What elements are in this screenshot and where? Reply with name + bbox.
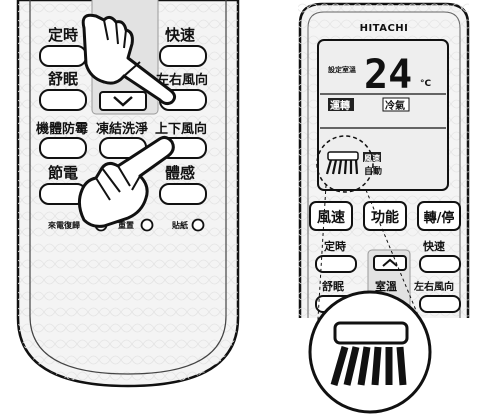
fan-speed-icon-enlarged [330,321,409,386]
function-button[interactable] [363,201,407,231]
body-sense-button[interactable] [159,183,207,205]
chevron-down-icon [113,96,133,107]
left-remote: 定時 快速 舒眠 左右風向 機體防霉 凍結洗淨 上下風向 節電 體感 來電復歸 … [16,0,240,388]
on-off-button[interactable] [417,201,461,231]
fast-button[interactable] [159,45,207,67]
reset-button[interactable] [140,218,154,232]
down-arrow-button[interactable] [99,91,147,111]
sticker-button[interactable] [191,218,205,232]
temperature-readout: 24 [364,52,412,98]
pointing-hand-icon-2 [77,135,175,228]
zoom-callout [308,184,432,414]
right-remote: HITACHI 設定室溫 24 °C 運轉 冷氣 風速 自動 風速 功能 轉/停… [298,0,470,321]
brand-logo: HITACHI [360,23,409,34]
fan-speed-button-label: 風速 [317,209,345,226]
fan-mode: 自動 [364,165,382,177]
right-swing-lr-button[interactable] [419,295,461,313]
label-sleep: 舒眠 [48,70,78,88]
up-arrow-button[interactable] [373,255,407,271]
label-freeze-wash: 凍結洗淨 [96,121,148,137]
function-button-label: 功能 [371,209,399,226]
label-eco: 節電 [48,164,78,182]
set-temp-label: 設定室溫 [328,65,356,74]
label-auto-restart: 來電復歸 [47,220,80,230]
on-off-button-label: 轉/停 [424,210,455,226]
label-body-sense: 體感 [165,164,195,182]
right-timer-button[interactable] [315,255,357,273]
timer-button[interactable] [39,45,87,67]
label-reset: 重置 [118,220,134,230]
mode-operate-badge [328,98,354,111]
mold-proof-button[interactable] [39,137,87,159]
label-fast: 快速 [165,26,195,44]
chevron-up-icon [382,258,398,267]
fan-speed-button[interactable] [309,201,353,231]
label-swing-ud: 上下風向 [155,121,207,137]
right-label-timer: 定時 [324,239,346,253]
temperature-unit: °C [420,79,432,89]
sleep-button[interactable] [39,89,87,111]
mode-operate: 運轉 [330,99,350,112]
mode-type-box [382,97,410,112]
label-swing-lr: 左右風向 [156,72,208,88]
right-label-swing-lr: 左右風向 [413,280,454,293]
right-label-fast: 快速 [422,239,445,253]
mode-type: 冷氣 [385,99,405,112]
label-timer: 定時 [48,26,78,44]
fan-icon-highlight [316,135,374,193]
right-fast-button[interactable] [419,255,461,273]
right-label-room-temp: 室溫 [375,279,397,293]
label-mold-proof: 機體防霉 [36,121,88,137]
fan-speed-icon [325,151,359,175]
magnifier-circle [308,290,432,414]
label-sticker: 貼紙 [171,220,188,230]
right-label-sleep: 舒眠 [322,279,344,293]
pointing-hand-icon [81,13,177,106]
